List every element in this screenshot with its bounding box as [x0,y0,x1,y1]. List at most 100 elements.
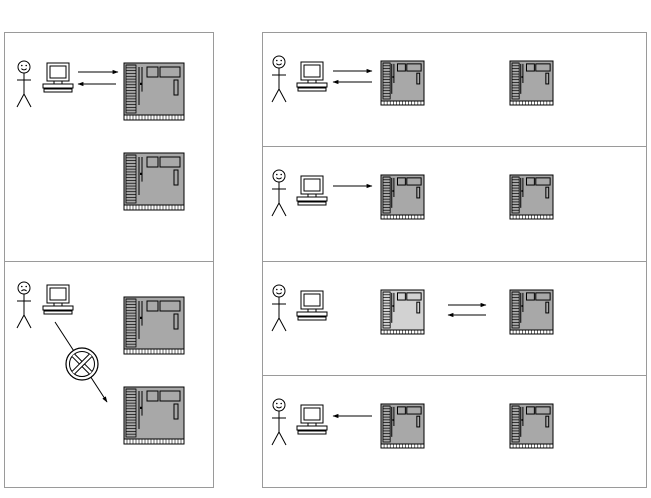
eye-icon [276,174,278,176]
panel-window [397,407,405,414]
leg-line [17,315,24,328]
user-figure [17,61,31,107]
server-icon [381,290,424,334]
eye-icon [21,286,23,288]
server-base [381,101,424,105]
leg-line [279,203,286,216]
led-icon [392,190,394,192]
no-entry-icon [66,348,98,380]
left-bottom-scenario [17,282,184,444]
right-rows [272,56,553,448]
server-base [510,330,553,334]
server-icon [124,153,184,210]
eye-icon [25,286,27,288]
panel-slot [174,404,178,419]
server-base [381,215,424,219]
screen-icon [50,288,66,300]
led-icon [140,407,142,409]
server-base [124,115,184,120]
server-base [381,444,424,448]
server-base [510,444,553,448]
led-icon [140,83,142,85]
head-icon [18,282,30,294]
leg-line [279,318,286,331]
panel-slot [417,416,420,427]
leg-line [279,89,286,102]
led-icon [521,305,523,307]
panel-window [526,293,534,300]
user-figure [272,56,286,102]
led-icon [392,419,394,421]
panel-window [526,64,534,71]
panel-window [536,178,550,185]
computer-icon [297,176,327,205]
screen-icon [304,65,320,77]
server-base [124,349,184,354]
screen-icon [304,408,320,420]
panel-window [160,157,180,167]
eye-icon [280,174,282,176]
leg-line [279,432,286,445]
head-icon [273,56,285,68]
panel-window [526,407,534,414]
eye-icon [25,65,27,67]
keyboard-icon [298,317,326,320]
eye-icon [276,289,278,291]
panel-slot [174,314,178,329]
eye-icon [276,60,278,62]
panel-slot [174,170,178,185]
head-icon [273,285,285,297]
user-figure [272,285,286,331]
user-figure [17,282,31,328]
head-icon [273,170,285,182]
panel-window [160,391,180,401]
panel-window [397,64,405,71]
leg-line [272,203,279,216]
panel-window [160,67,180,77]
leg-line [17,94,24,107]
panel-window [147,301,158,311]
computer-icon [297,405,327,434]
keyboard-icon [44,311,72,314]
computer-base [43,306,73,310]
server-base [381,330,424,334]
panel-slot [546,302,549,313]
panel-slot [417,73,420,84]
head-icon [273,399,285,411]
led-icon [392,305,394,307]
left-top-scenario [17,61,184,210]
computer-base [297,426,327,430]
eye-icon [280,60,282,62]
leg-line [24,315,31,328]
server-icon [510,404,553,448]
screen-icon [304,179,320,191]
panel-window [147,157,158,167]
computer-icon [43,63,73,92]
panel-window [397,178,405,185]
keyboard-icon [298,202,326,205]
led-icon [140,173,142,175]
panel-window [147,67,158,77]
leg-line [272,432,279,445]
panel-window [407,407,421,414]
panel-window [397,293,405,300]
server-icon [510,61,553,105]
computer-base [297,83,327,87]
panel-window [526,178,534,185]
eye-icon [276,403,278,405]
panel-slot [174,80,178,95]
led-icon [140,317,142,319]
panel-slot [417,302,420,313]
panel-window [160,301,180,311]
server-icon [124,297,184,354]
user-figure [272,170,286,216]
eye-icon [280,403,282,405]
computer-base [297,197,327,201]
server-base [124,439,184,444]
left-panel [5,33,214,488]
server-icon [381,175,424,219]
server-base [510,101,553,105]
panel-window [536,407,550,414]
